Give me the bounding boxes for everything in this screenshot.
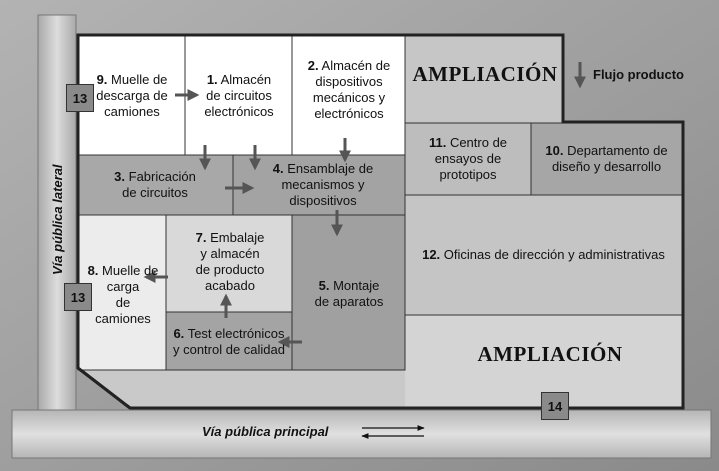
- area-label: Ensamblaje de mecanismos y dispositivos: [281, 161, 374, 208]
- area-label: Muelle de carga de camiones: [95, 263, 159, 326]
- area-device-warehouse: 2. Almacén de dispositivos mecánicos y e…: [294, 40, 404, 140]
- area-device-assembly: 5. Montaje de aparatos: [294, 272, 404, 316]
- area-number: 7.: [195, 230, 207, 245]
- area-truck-loading-dock: 8. Muelle de carga de camiones: [82, 245, 164, 345]
- area-number: 9.: [96, 72, 108, 87]
- area-management-offices: 12. Oficinas de dirección y administrati…: [407, 230, 680, 280]
- area-number: 2.: [307, 58, 319, 73]
- area-label: Muelle de descarga de camiones: [96, 72, 168, 119]
- area-mechanism-assembly: 4. Ensamblaje de mecanismos y dispositiv…: [248, 158, 398, 212]
- area-label: Departamento de diseño y desarrollo: [551, 143, 668, 174]
- area-number: 10.: [545, 143, 564, 158]
- area-label: Embalaje y almacén de producto acabado: [195, 230, 265, 293]
- expansion-top-label: AMPLIACIÓN: [412, 62, 558, 86]
- area-number: 8.: [87, 263, 99, 278]
- expansion-bottom-label: AMPLIACIÓN: [477, 342, 623, 366]
- area-label: Oficinas de dirección y administrativas: [443, 247, 665, 262]
- legend-product-flow: Flujo producto: [593, 67, 684, 82]
- area-label: Fabricación de circuitos: [122, 169, 196, 200]
- area-circuit-fabrication: 3. Fabricación de circuitos: [80, 158, 230, 212]
- area-number: 4.: [272, 161, 284, 176]
- lateral-road-label: Vía pública lateral: [50, 164, 65, 275]
- area-number: 1.: [206, 72, 218, 87]
- area-number: 12.: [422, 247, 441, 262]
- area-circuit-warehouse: 1. Almacén de circuitos electrónicos: [187, 40, 291, 152]
- area-number: 5.: [318, 278, 330, 293]
- access-badge-main: 14: [541, 392, 569, 420]
- access-badge-lateral-top: 13: [66, 84, 94, 112]
- area-number: 6.: [173, 326, 185, 341]
- area-electronic-test-quality: 6. Test electrónicos y control de calida…: [167, 318, 291, 366]
- area-number: 3.: [114, 169, 125, 184]
- area-design-department: 10. Departamento de diseño y desarrollo: [533, 126, 680, 192]
- area-label: Centro de ensayos de prototipos: [434, 135, 508, 182]
- area-label: Test electrónicos y control de calidad: [172, 326, 285, 357]
- main-road-label: Vía pública principal: [202, 424, 329, 439]
- area-label: Almacén de dispositivos mecánicos y elec…: [312, 58, 391, 121]
- access-badge-lateral-bottom: 13: [64, 283, 92, 311]
- area-truck-unloading-dock: 9. Muelle de descarga de camiones: [80, 40, 184, 152]
- area-prototype-test-center: 11. Centro de ensayos de prototipos: [407, 126, 529, 192]
- area-number: 11.: [428, 135, 447, 150]
- area-label: Montaje de aparatos: [314, 278, 384, 309]
- area-label: Almacén de circuitos electrónicos: [204, 72, 274, 119]
- area-packaging-storage: 7. Embalaje y almacén de producto acabad…: [180, 222, 280, 302]
